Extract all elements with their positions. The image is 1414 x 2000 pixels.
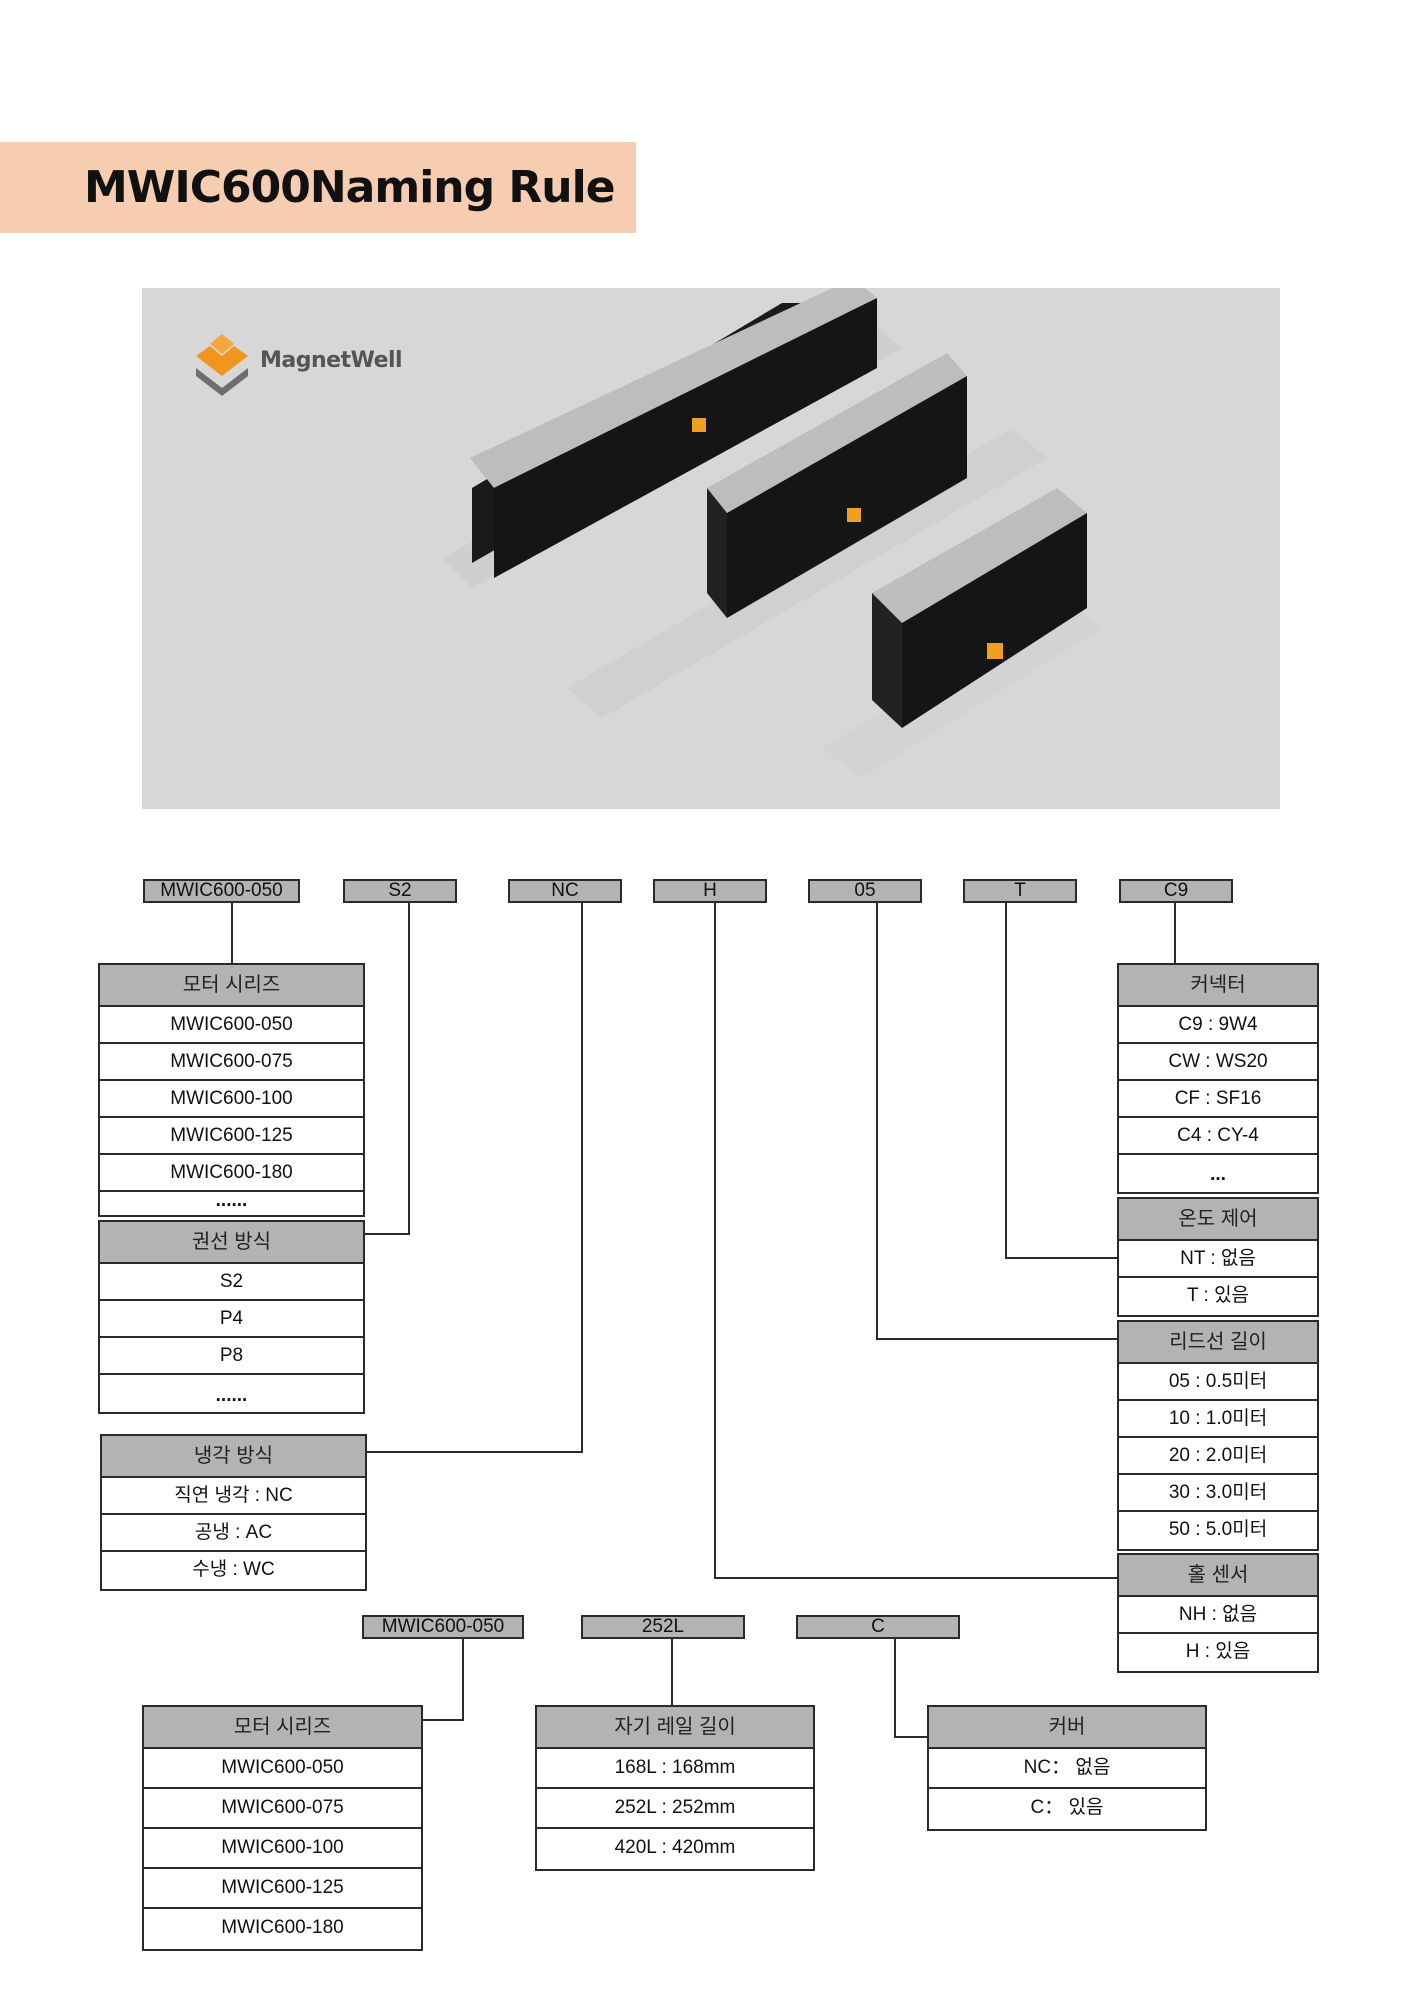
table-header: 온도 제어	[1119, 1199, 1317, 1241]
table-row: 공냉 : AC	[102, 1515, 365, 1552]
code-segment-temp: T	[963, 879, 1077, 903]
table-row: P8	[100, 1338, 363, 1375]
table-header: 모터 시리즈	[100, 965, 363, 1007]
connector-line	[876, 903, 878, 1340]
table-row: 168L : 168mm	[537, 1749, 813, 1789]
connector-line	[876, 1338, 1120, 1340]
code-segment-winding: S2	[343, 879, 457, 903]
table-row: C9 : 9W4	[1119, 1007, 1317, 1044]
connector-line	[714, 1577, 1120, 1579]
connector-line	[462, 1639, 464, 1721]
code-segment-series: MWIC600-050	[143, 879, 300, 903]
motor-3-top	[872, 488, 1087, 623]
table-row: 수냉 : WC	[192, 1559, 275, 1580]
connector-line	[894, 1736, 929, 1738]
rail-3	[822, 603, 1102, 778]
table-row: MWIC600-075	[144, 1789, 421, 1829]
table-rail-motor-series: 모터 시리즈 MWIC600-050 MWIC600-075 MWIC600-1…	[142, 1705, 423, 1951]
connector-line	[422, 1719, 464, 1721]
table-temperature: 온도 제어 NT : 없음 T : 있음	[1117, 1197, 1319, 1317]
connector-line	[671, 1639, 673, 1707]
product-photo: MagnetWell	[142, 288, 1280, 809]
table-row: 직연 냉각 : NC	[102, 1478, 365, 1515]
magnetwell-logo-icon	[196, 334, 248, 396]
table-row: CW : WS20	[1119, 1044, 1317, 1081]
table-row: MWIC600-100	[144, 1829, 421, 1869]
connector-line	[581, 903, 583, 1453]
code-segment-connector: C9	[1119, 879, 1233, 903]
table-hall-sensor: 홀 센서 NH : 없음 H : 있음	[1117, 1553, 1319, 1673]
table-rail-length: 자기 레일 길이 168L : 168mm 252L : 252mm 420L …	[535, 1705, 815, 1871]
brand-logo: MagnetWell	[192, 332, 403, 398]
connector-line	[1174, 903, 1176, 965]
table-header: 커넥터	[1119, 965, 1317, 1007]
table-cover: 커버 NC： 없음 C： 있음	[927, 1705, 1207, 1831]
table-row: ...	[1210, 1164, 1226, 1185]
table-lead-length: 리드선 길이 05 : 0.5미터 10 : 1.0미터 20 : 2.0미터 …	[1117, 1320, 1319, 1551]
table-row: ......	[215, 1385, 248, 1406]
table-winding: 권선 방식 S2 P4 P8 ......	[98, 1220, 365, 1414]
page-title: MWIC600Naming Rule	[84, 162, 616, 213]
table-row: CF : SF16	[1119, 1081, 1317, 1118]
brand-name: MagnetWell	[260, 348, 403, 373]
table-row: H : 있음	[1185, 1641, 1251, 1662]
connector-line	[1005, 903, 1007, 1259]
code-segment-lead: 05	[808, 879, 922, 903]
connector-line	[365, 1233, 410, 1235]
table-row: 05 : 0.5미터	[1119, 1364, 1317, 1401]
table-row: 252L : 252mm	[537, 1789, 813, 1829]
connector-line	[231, 903, 233, 965]
table-header: 자기 레일 길이	[537, 1707, 813, 1749]
table-row: 20 : 2.0미터	[1119, 1438, 1317, 1475]
rail-code-segment-length: 252L	[581, 1615, 745, 1639]
table-row: 50 : 5.0미터	[1168, 1519, 1268, 1540]
table-row: MWIC600-125	[100, 1118, 363, 1155]
connector-line	[894, 1639, 896, 1738]
table-row: MWIC600-180	[221, 1917, 344, 1938]
table-row: C： 있음	[1030, 1797, 1104, 1818]
table-row: MWIC600-050	[100, 1007, 363, 1044]
motor-2-body	[727, 376, 967, 618]
table-row: 420L : 420mm	[614, 1837, 736, 1858]
table-cooling: 냉각 방식 직연 냉각 : NC 공냉 : AC 수냉 : WC	[100, 1434, 367, 1591]
rail-code-segment-cover: C	[796, 1615, 960, 1639]
table-row: ......	[215, 1190, 248, 1211]
connector-line	[408, 903, 410, 1235]
table-header: 커버	[929, 1707, 1205, 1749]
motor-illustration	[442, 288, 1102, 778]
motor-2-top	[707, 353, 967, 513]
table-header: 홀 센서	[1119, 1555, 1317, 1597]
table-row: T : 있음	[1186, 1285, 1250, 1306]
table-row: MWIC600-050	[144, 1749, 421, 1789]
table-motor-series: 모터 시리즈 MWIC600-050 MWIC600-075 MWIC600-1…	[98, 963, 365, 1217]
table-row: NH : 없음	[1119, 1597, 1317, 1634]
code-segment-cooling: NC	[508, 879, 622, 903]
table-row: MWIC600-180	[100, 1155, 363, 1192]
table-row: MWIC600-100	[100, 1081, 363, 1118]
connector-line	[366, 1451, 583, 1453]
connector-line	[714, 903, 716, 1579]
code-segment-hall: H	[653, 879, 767, 903]
table-row: NT : 없음	[1119, 1241, 1317, 1278]
table-header: 권선 방식	[100, 1222, 363, 1264]
table-row: MWIC600-075	[100, 1044, 363, 1081]
table-row: C4 : CY-4	[1119, 1118, 1317, 1155]
motor-3-body	[902, 513, 1087, 728]
table-row: MWIC600-125	[144, 1869, 421, 1909]
table-row: NC： 없음	[929, 1749, 1205, 1789]
connector-line	[1005, 1257, 1120, 1259]
table-row: S2	[100, 1264, 363, 1301]
table-connector: 커넥터 C9 : 9W4 CW : WS20 CF : SF16 C4 : CY…	[1117, 963, 1319, 1194]
table-header: 냉각 방식	[102, 1436, 365, 1478]
table-row: 30 : 3.0미터	[1119, 1475, 1317, 1512]
table-row: 10 : 1.0미터	[1119, 1401, 1317, 1438]
title-banner: MWIC600Naming Rule	[0, 142, 636, 233]
table-header: 리드선 길이	[1119, 1322, 1317, 1364]
table-header: 모터 시리즈	[144, 1707, 421, 1749]
motor-1-top	[470, 288, 877, 488]
rail-code-segment-series: MWIC600-050	[362, 1615, 524, 1639]
table-row: P4	[100, 1301, 363, 1338]
